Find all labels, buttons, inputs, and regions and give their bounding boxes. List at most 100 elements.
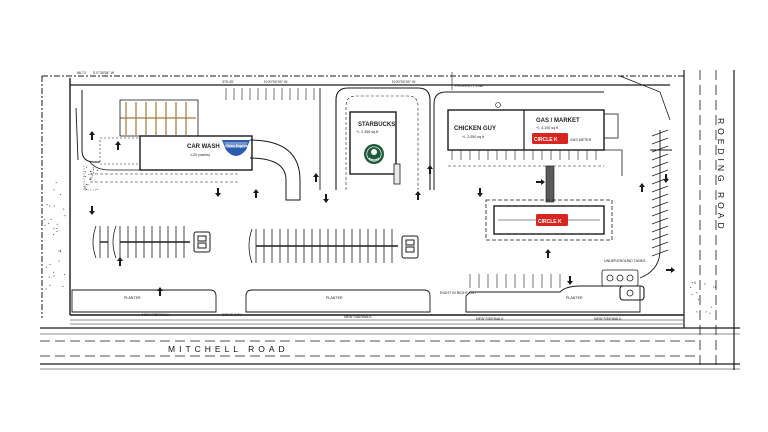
landscape-dot [88, 173, 90, 175]
landscape-dot [91, 175, 93, 177]
landscape-dot [696, 292, 698, 294]
car-wash-vacuum-area [119, 99, 199, 137]
landscape-dot [709, 312, 711, 314]
trash-enclosures [193, 231, 419, 259]
arrow-shape [536, 179, 545, 185]
arrow-shape [415, 191, 421, 200]
landscape-dot [49, 205, 51, 207]
car-wash-logo: Clean Express [222, 140, 250, 156]
landscape-dot [92, 172, 94, 174]
landscape-dot [48, 222, 50, 224]
landscape-dot [49, 263, 51, 265]
landscape-dot [694, 282, 696, 284]
landscape-dot [89, 178, 91, 180]
traffic-arrow [323, 194, 329, 203]
landscape-dot [63, 274, 65, 276]
landscape-dot [46, 204, 48, 206]
traffic-arrow [89, 131, 95, 140]
landscape-dot [85, 166, 87, 168]
landscape-dot [697, 299, 699, 301]
landscape-dot [50, 218, 52, 220]
new-sidewalk-label-1: NEW SIDEWALK [142, 313, 170, 317]
parking-row-central-end-cap [248, 228, 253, 264]
landscape-dot [56, 228, 58, 230]
landscape-dot [43, 219, 45, 221]
roeding-road-label: ROEDING ROAD [716, 118, 726, 233]
landscape-dot [55, 182, 57, 184]
landscape-dot [44, 224, 46, 226]
underground-tank-label: UNDERGROUND TANKS [604, 259, 646, 263]
landscape-dot [85, 184, 87, 186]
arrow-shape [117, 257, 123, 266]
starbucks-logo [364, 144, 384, 164]
traffic-arrows [89, 131, 675, 296]
landscape-dot [53, 227, 55, 229]
traffic-arrow [415, 191, 421, 200]
landscape-dot [60, 251, 62, 253]
landscape-dot [704, 283, 706, 285]
traffic-arrow [117, 257, 123, 266]
bearing-prefix: 86.71' [77, 71, 87, 75]
top-dim-0: 379.45' [222, 80, 234, 84]
landscape-dot [53, 205, 55, 207]
new-sidewalk-label-3: NEW SIDEWALK [476, 317, 504, 321]
car-wash-building [139, 135, 253, 171]
landscape-dot [705, 311, 707, 313]
landscape-dot [89, 171, 91, 173]
arrow-shape [89, 206, 95, 215]
new-sidewalk [70, 319, 684, 325]
landscape-dot [691, 294, 693, 296]
roeding-road [683, 70, 735, 370]
gas-market-name: GAS / MARKET [536, 118, 580, 124]
mitchell-road-label: MITCHELL ROAD [168, 344, 289, 354]
landscape-dots [43, 166, 716, 314]
retail-building-outline [447, 109, 605, 151]
arrow-shape [157, 287, 163, 296]
planter-label-3: PLANTER [566, 296, 583, 300]
landscape-dot [90, 178, 92, 180]
starbucks-name: STARBUCKS [358, 122, 395, 128]
traffic-arrow [639, 183, 645, 192]
landscape-dot [56, 223, 58, 225]
arrow-shape [215, 188, 221, 197]
traffic-arrow [477, 188, 483, 197]
gas-meter-label: GAS METER [570, 138, 592, 142]
chicken-guy-area: +/- 2,050 sq ft [462, 135, 484, 139]
arrow-shape [666, 267, 675, 273]
arrow-shape [663, 174, 669, 183]
circle-k-brand-2: CIRCLE K [538, 219, 562, 225]
traffic-arrow [663, 174, 669, 183]
landscape-dot [84, 186, 86, 188]
traffic-arrow [536, 179, 545, 185]
starbucks-area: +/- 2,356 sq ft [356, 130, 378, 134]
landscape-dot [46, 266, 48, 268]
traffic-arrow [567, 276, 573, 285]
underground-tank [601, 269, 645, 301]
landscape-dot [58, 250, 60, 252]
landscape-dot [58, 260, 60, 262]
landscape-dot [90, 171, 92, 173]
landscape-dot [91, 173, 93, 175]
landscape-dot [85, 171, 87, 173]
parking-row-west-edge-end-cap [92, 225, 97, 259]
landscape-dot [53, 275, 55, 277]
top-dim-1: N 00°00'00" W [264, 80, 288, 84]
landscape-dot [713, 286, 715, 288]
right-in-out-label: RIGHT IN RIGHT OUT [440, 291, 477, 295]
traffic-arrow [545, 249, 551, 258]
car-wash-area: 1.20 (varies) [190, 153, 210, 157]
landscape-dot [85, 189, 87, 191]
traffic-arrow [89, 206, 95, 215]
planter-label-1: PLANTER [124, 296, 141, 300]
traffic-arrow [115, 141, 121, 150]
arrow-shape [253, 189, 259, 198]
arrow-shape [115, 141, 121, 150]
traffic-arrow [215, 188, 221, 197]
car-wash-logo-text: Clean Express [225, 144, 250, 148]
traffic-arrow [666, 267, 675, 273]
landscape-dot [92, 169, 94, 171]
circle-k-brand-1: CIRCLE K [534, 137, 558, 143]
traffic-arrow [427, 165, 433, 174]
drive-way-label: DRIVE WAY [222, 313, 242, 317]
